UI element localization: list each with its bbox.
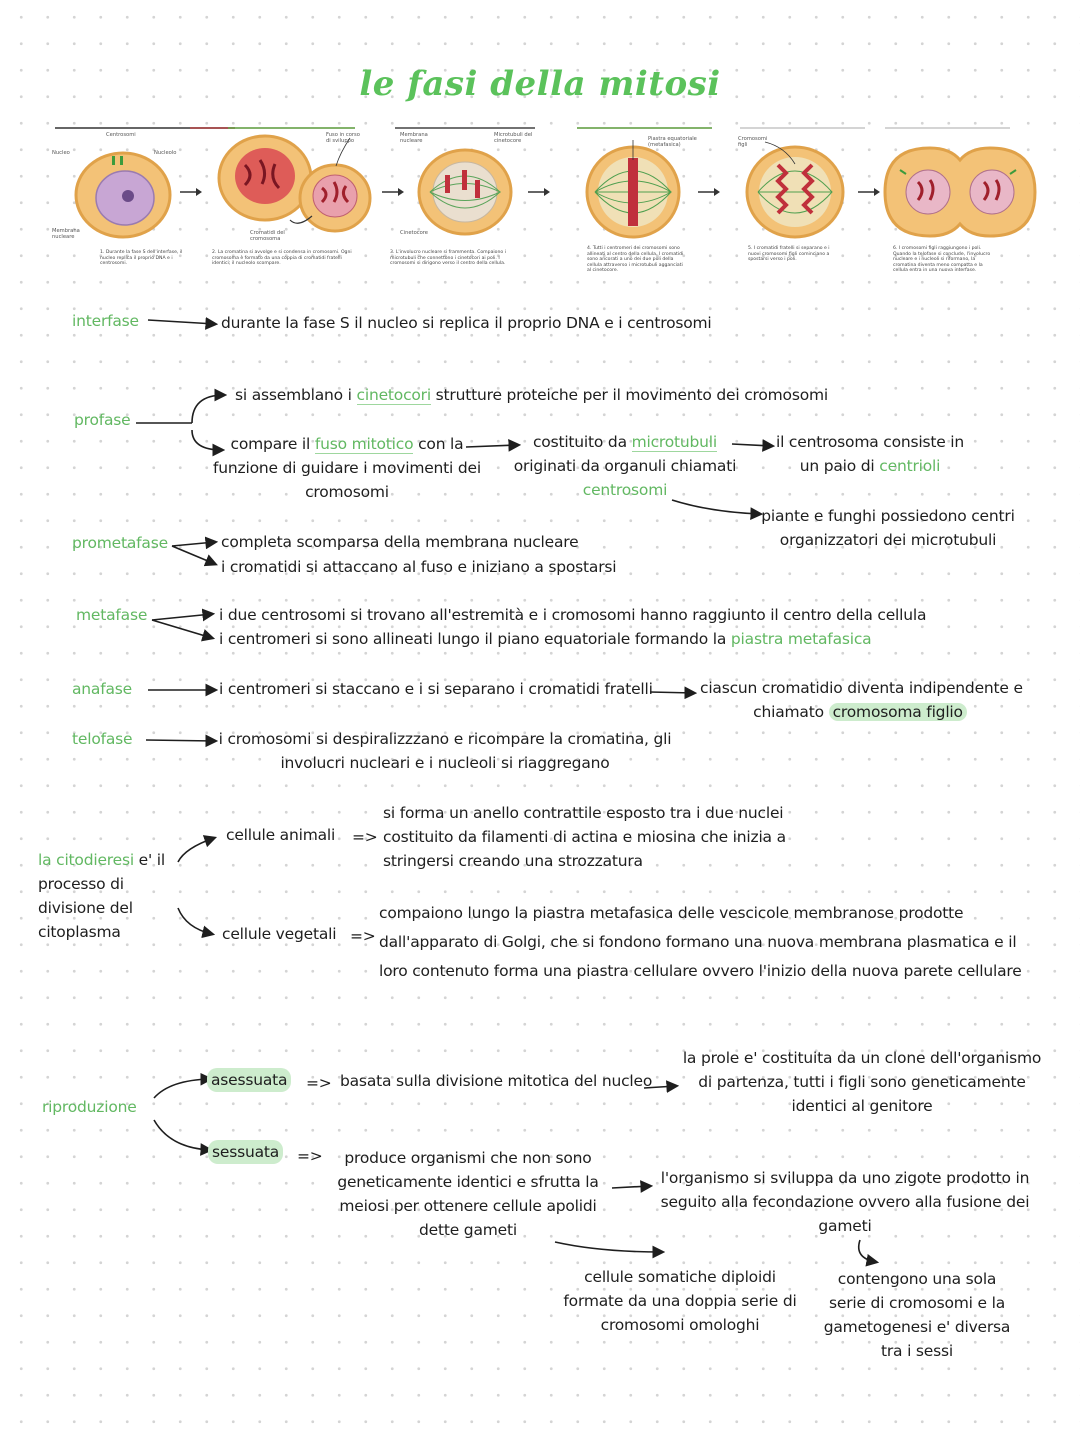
profase-microtubuli: costituito da microtubuli originati da o… <box>505 430 745 502</box>
term-centrioli: centrioli <box>879 457 941 475</box>
caption-4: 4. Tutti i centromeri dei cromosomi sono… <box>587 246 684 274</box>
term-cinetocori: cinetocori <box>356 386 431 405</box>
label-riproduzione: riproduzione <box>42 1098 137 1116</box>
label-cromosomi-figli: Cromosomi figli <box>738 136 768 148</box>
label-telofase: telofase <box>72 730 133 748</box>
label-cromatidi: Cromatidi del cromosoma <box>250 230 285 242</box>
term-cromosoma-figlio: cromosoma figlio <box>828 703 967 721</box>
asessuata-result: la prole e' costituita da un clone dell'… <box>682 1049 1042 1115</box>
term-microtubuli: microtubuli <box>631 433 718 452</box>
label-microtubuli-cinetocore: Microtubuli del cinetocore <box>494 132 533 144</box>
label-membrana-nucleare-2: Membrana nucleare <box>400 132 428 144</box>
prometafase-line1: completa scomparsa della membrana nuclea… <box>221 533 579 551</box>
metafase-line1: i due centrosomi si trovano all'estremit… <box>219 606 927 624</box>
mitosis-illustration <box>55 127 1037 239</box>
label-cinetocore: Cinetocore <box>400 230 428 236</box>
profase-centrosoma: il centrosoma consiste in un paio di cen… <box>775 433 965 475</box>
mitosis-figure: Nucleo Centrosomi Nucleolo Membrana nucl… <box>50 120 1040 300</box>
cellule-animali: cellule animali <box>226 826 336 844</box>
anafase-result: ciascun cromatidio diventa indipendente … <box>700 679 1023 721</box>
label-metafase: metafase <box>76 606 148 624</box>
caption-1: 1. Durante la fase S dell'interfase, il … <box>100 250 183 267</box>
sessuata-text: produce organismi che non sono geneticam… <box>337 1149 599 1239</box>
label-nucleo: Nucleo <box>52 150 70 156</box>
telofase-text: i cromosomi si despiralizzzano e ricompa… <box>218 730 672 772</box>
term-piastra-metafasica: piastra metafasica <box>730 630 872 648</box>
label-prometafase: prometafase <box>72 534 168 552</box>
cellule-vegetali: cellule vegetali <box>222 925 337 943</box>
label-anafase: anafase <box>72 680 132 698</box>
caption-3: 3. L'involucro nucleare si frammenta. Co… <box>390 250 506 267</box>
term-centrosomi: centrosomi <box>582 481 668 499</box>
caption-2: 2. La cromatina si avvolge e si condensa… <box>212 250 352 267</box>
label-fuso: Fuso in corso di sviluppo <box>326 132 360 144</box>
sessuata-arrow: => <box>297 1147 323 1165</box>
label-piastra: Piastra equatoriale (metafasica) <box>648 136 697 148</box>
label-asessuata: asessuata <box>207 1068 292 1092</box>
label-nucleolo: Nucleolo <box>154 150 177 156</box>
label-sessuata: sessuata <box>208 1140 284 1164</box>
zigote-text: l'organismo si sviluppa da uno zigote pr… <box>660 1169 1030 1235</box>
label-profase: profase <box>74 411 131 429</box>
profase-line1: si assemblano i cinetocori strutture pro… <box>235 386 828 405</box>
metafase-line2: i centromeri si sono allineati lungo il … <box>219 630 872 648</box>
profase-fuso: compare il fuso mitotico con la funzione… <box>213 435 481 501</box>
vegetali-arrow: => <box>350 927 376 945</box>
caption-5: 5. I cromatidi fratelli si separano e i … <box>748 246 830 263</box>
interfase-text: durante la fase S il nucleo si replica i… <box>221 314 712 332</box>
animali-text: si forma un anello contrattile esposto t… <box>383 804 786 870</box>
label-interfase: interfase <box>72 312 139 330</box>
anafase-text: i centromeri si staccano e i si separano… <box>219 680 653 698</box>
profase-piante: piante e funghi possiedono centri organi… <box>761 507 1015 549</box>
caption-6: 6. I cromosomi figli raggiungono i poli.… <box>893 246 991 274</box>
gameti-text: contengono una sola serie di cromosomi e… <box>823 1270 1011 1360</box>
page-title: le fasi della mitosi <box>359 64 721 104</box>
term-fuso-mitotico: fuso mitotico <box>314 435 414 454</box>
label-centrosomi: Centrosomi <box>106 132 136 138</box>
somatiche-text: cellule somatiche diploidi formate da un… <box>563 1268 797 1334</box>
label-membrana-nucleare: Membrana nucleare <box>52 228 80 240</box>
label-citodieresi: la citodieresi e' il processo di divisio… <box>38 851 166 941</box>
animali-arrow: => <box>352 828 378 846</box>
vegetali-text: compaiono lungo la piastra metafasica de… <box>379 904 1022 980</box>
asessuata-text: basata sulla divisione mitotica del nucl… <box>340 1072 653 1090</box>
asessuata-arrow: => <box>306 1074 332 1092</box>
prometafase-line2: i cromatidi si attaccano al fuso e inizi… <box>221 558 617 576</box>
